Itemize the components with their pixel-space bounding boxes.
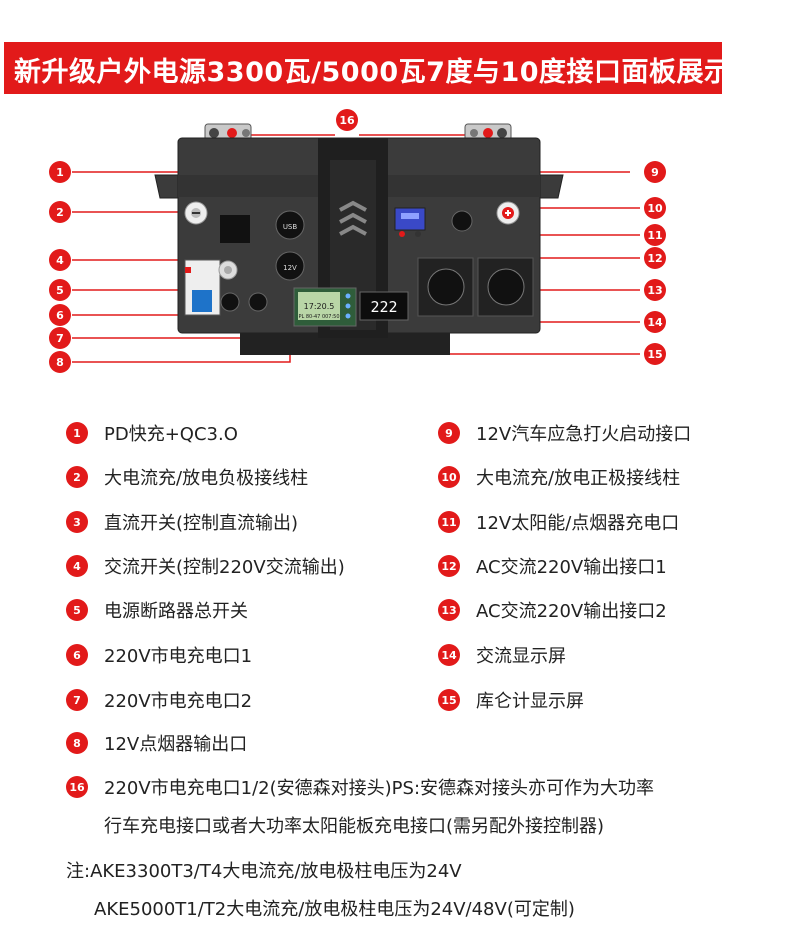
banner-title: 新升级户外电源3300瓦/5000瓦7度与10度接口面板展示 [14, 57, 732, 88]
callout-14: 14 [644, 311, 666, 333]
dc-display: 222 [359, 291, 409, 321]
svg-text:16: 16 [339, 114, 355, 127]
svg-text:5: 5 [56, 284, 64, 297]
legend-item-6: 6 220V市电充电口1 [66, 642, 252, 668]
callout-16: 16 [336, 109, 358, 131]
lcd-display: 17:20.5 PL 80-47 007:50 [293, 287, 357, 327]
svg-text:10: 10 [647, 202, 663, 215]
terminal-positive [496, 201, 520, 225]
legend-item-9: 9 12V汽车应急打火启动接口 [438, 420, 691, 446]
note-line-2: AKE5000T1/T2大电流充/放电极柱电压为24V/48V(可定制) [94, 899, 575, 920]
svg-text:12: 12 [647, 252, 662, 265]
svg-text:222: 222 [370, 298, 397, 316]
svg-text:13: 13 [647, 284, 662, 297]
legend-item-13: 13 AC交流220V输出接口2 [438, 597, 667, 623]
panel-base [240, 333, 450, 355]
svg-text:6: 6 [56, 309, 64, 322]
svg-text:7: 7 [56, 332, 64, 345]
svg-text:USB: USB [283, 223, 298, 231]
svg-text:4: 4 [56, 254, 64, 267]
legend-item-8: 8 12V点烟器输出口 [66, 730, 247, 756]
callout-12: 12 [644, 247, 666, 269]
callout-13: 13 [644, 279, 666, 301]
legend-item-11: 11 12V太阳能/点烟器充电口 [438, 509, 679, 535]
callout-6: 6 [49, 304, 71, 326]
solar-port [451, 210, 473, 232]
callout-1: 1 [49, 161, 71, 183]
cigarette-port-12v: 12V [275, 251, 305, 281]
callout-9: 9 [644, 161, 666, 183]
legend-item-5: 5 电源断路器总开关 [66, 597, 248, 623]
legend-item-7: 7 220V市电充电口2 [66, 687, 252, 713]
note-line-1: 注:AKE3300T3/T4大电流充/放电极柱电压为24V [66, 861, 462, 882]
legend-item-16-continued: 行车充电接口或者大功率太阳能板充电接口(需另配外接控制器) [104, 816, 605, 837]
callout-2: 2 [49, 201, 71, 223]
legend-item-15: 15 库仑计显示屏 [438, 687, 584, 713]
legend-item-12: 12 AC交流220V输出接口1 [438, 553, 667, 579]
svg-text:8: 8 [56, 356, 64, 369]
svg-text:17:20.5: 17:20.5 [304, 302, 335, 311]
legend-item-10: 10 大电流充/放电正极接线柱 [438, 464, 680, 490]
callout-11: 11 [644, 224, 666, 246]
jump-start-port [394, 207, 426, 237]
callout-5: 5 [49, 279, 71, 301]
svg-text:11: 11 [647, 229, 662, 242]
callout-8: 8 [49, 351, 71, 373]
svg-text:12V: 12V [283, 264, 297, 272]
legend-item-4: 4 交流开关(控制220V交流输出) [66, 553, 345, 579]
charge-port-1 [220, 292, 240, 312]
panel-diagram: USB 12V 222 17:20.5 PL 80- [49, 109, 666, 373]
svg-text:2: 2 [56, 206, 64, 219]
legend-item-2: 2 大电流充/放电负极接线柱 [66, 464, 308, 490]
callout-4: 4 [49, 249, 71, 271]
charge-port-2 [248, 292, 268, 312]
callout-10: 10 [644, 197, 666, 219]
legend-item-14: 14 交流显示屏 [438, 642, 566, 668]
svg-text:15: 15 [647, 348, 662, 361]
svg-text:PL 80-47 007:50: PL 80-47 007:50 [298, 314, 339, 320]
legend-item-3: 3 直流开关(控制直流输出) [66, 509, 298, 535]
svg-text:9: 9 [651, 166, 659, 179]
svg-text:14: 14 [647, 316, 663, 329]
callout-7: 7 [49, 327, 71, 349]
svg-text:1: 1 [56, 166, 64, 179]
title-banner: 新升级户外电源3300瓦/5000瓦7度与10度接口面板展示 [4, 42, 731, 94]
usb-port: USB [275, 210, 305, 240]
ac-output-2 [477, 257, 534, 317]
ac-output-1 [417, 257, 474, 317]
terminal-negative [184, 201, 208, 225]
legend-item-16: 16 220V市电充电口1/2(安德森对接头)PS:安德森对接头亦可作为大功率 [66, 774, 654, 800]
callout-15: 15 [644, 343, 666, 365]
legend-item-1: 1 PD快充+QC3.O [66, 420, 238, 446]
